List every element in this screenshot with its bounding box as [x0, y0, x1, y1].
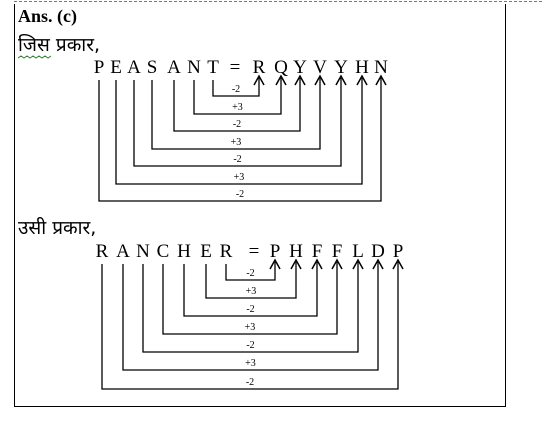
mapping-connector: [225, 262, 276, 281]
mapping-arrowhead: [352, 258, 364, 270]
mapping-connector: [101, 262, 399, 390]
target-letter: Y: [334, 57, 348, 78]
mapping-arrowhead: [294, 74, 306, 86]
mapping-connector: [122, 262, 379, 371]
mapping-arrowhead: [356, 74, 368, 86]
mapping-arrowhead: [392, 258, 404, 270]
equals-sign: =: [230, 57, 241, 78]
spellcheck-squiggle: [18, 55, 52, 59]
mapping-connector: [133, 78, 342, 167]
source-letter: C: [157, 241, 170, 262]
shift-label: -2: [246, 340, 254, 351]
mapping-connector: [212, 78, 260, 97]
target-letter: H: [289, 241, 303, 262]
mapping-arrowhead: [311, 258, 323, 270]
shift-label: +3: [245, 358, 256, 369]
source-letter: E: [110, 57, 122, 78]
mapping-connector: [151, 78, 321, 150]
target-letter: H: [355, 57, 369, 78]
mapping-arrowhead: [331, 258, 343, 270]
source-letter: R: [220, 241, 233, 262]
source-letter: A: [167, 57, 181, 78]
mapping-arrowhead: [253, 74, 265, 86]
target-letter: F: [312, 241, 323, 262]
mapping-arrowhead: [290, 258, 302, 270]
shift-label: -2: [236, 189, 244, 200]
shift-label: -2: [246, 377, 254, 388]
mapping-connector: [142, 262, 359, 353]
source-letter: H: [177, 241, 191, 262]
target-letter: N: [374, 57, 388, 78]
shift-label: +3: [234, 172, 245, 183]
mapping-connector: [193, 78, 282, 115]
source-letter: R: [96, 241, 109, 262]
shift-label: -2: [233, 119, 241, 130]
mapping-arrowhead: [314, 74, 326, 86]
answer-label: Ans. (c): [18, 6, 77, 26]
target-letter: Y: [293, 57, 307, 78]
mapping-arrowhead: [269, 258, 281, 270]
source-letter: N: [187, 57, 201, 78]
source-letter: A: [116, 241, 130, 262]
shift-label: +3: [232, 102, 243, 113]
target-letter: R: [253, 57, 266, 78]
mapping-connector: [115, 78, 363, 185]
target-letter: L: [352, 241, 364, 262]
mapping-arrowhead: [375, 74, 387, 86]
shift-label: +3: [245, 322, 256, 333]
equals-sign: =: [249, 241, 260, 262]
source-letter: S: [147, 57, 158, 78]
target-letter: D: [371, 241, 385, 262]
source-letter: P: [94, 57, 105, 78]
mapping-arrowhead: [372, 258, 384, 270]
target-letter: P: [393, 241, 404, 262]
mapping-connector: [173, 78, 301, 132]
mapping-connector: [205, 262, 297, 299]
target-letter: F: [332, 241, 343, 262]
mapping-arrowhead: [275, 74, 287, 86]
source-letter: N: [136, 241, 150, 262]
mapping-arrowhead: [335, 74, 347, 86]
mapping-connector: [98, 78, 382, 202]
shift-label: -2: [246, 304, 254, 315]
example1-intro: जिस प्रकार,: [18, 34, 101, 56]
source-letter: A: [127, 57, 141, 78]
top-border: [14, 1, 542, 2]
shift-label: -2: [233, 154, 241, 165]
shift-label: -2: [246, 268, 254, 279]
shift-label: -2: [232, 84, 240, 95]
shift-label: +3: [246, 286, 257, 297]
target-letter: V: [313, 57, 327, 78]
mapping-connector: [162, 262, 338, 335]
mapping-connector: [183, 262, 318, 317]
target-letter: P: [270, 241, 281, 262]
source-letter: E: [200, 241, 212, 262]
shift-label: +3: [231, 137, 242, 148]
target-letter: Q: [274, 57, 288, 78]
answer-box: [14, 4, 506, 407]
example2-intro: उसी प्रकार,: [18, 217, 97, 239]
source-letter: T: [207, 57, 219, 78]
